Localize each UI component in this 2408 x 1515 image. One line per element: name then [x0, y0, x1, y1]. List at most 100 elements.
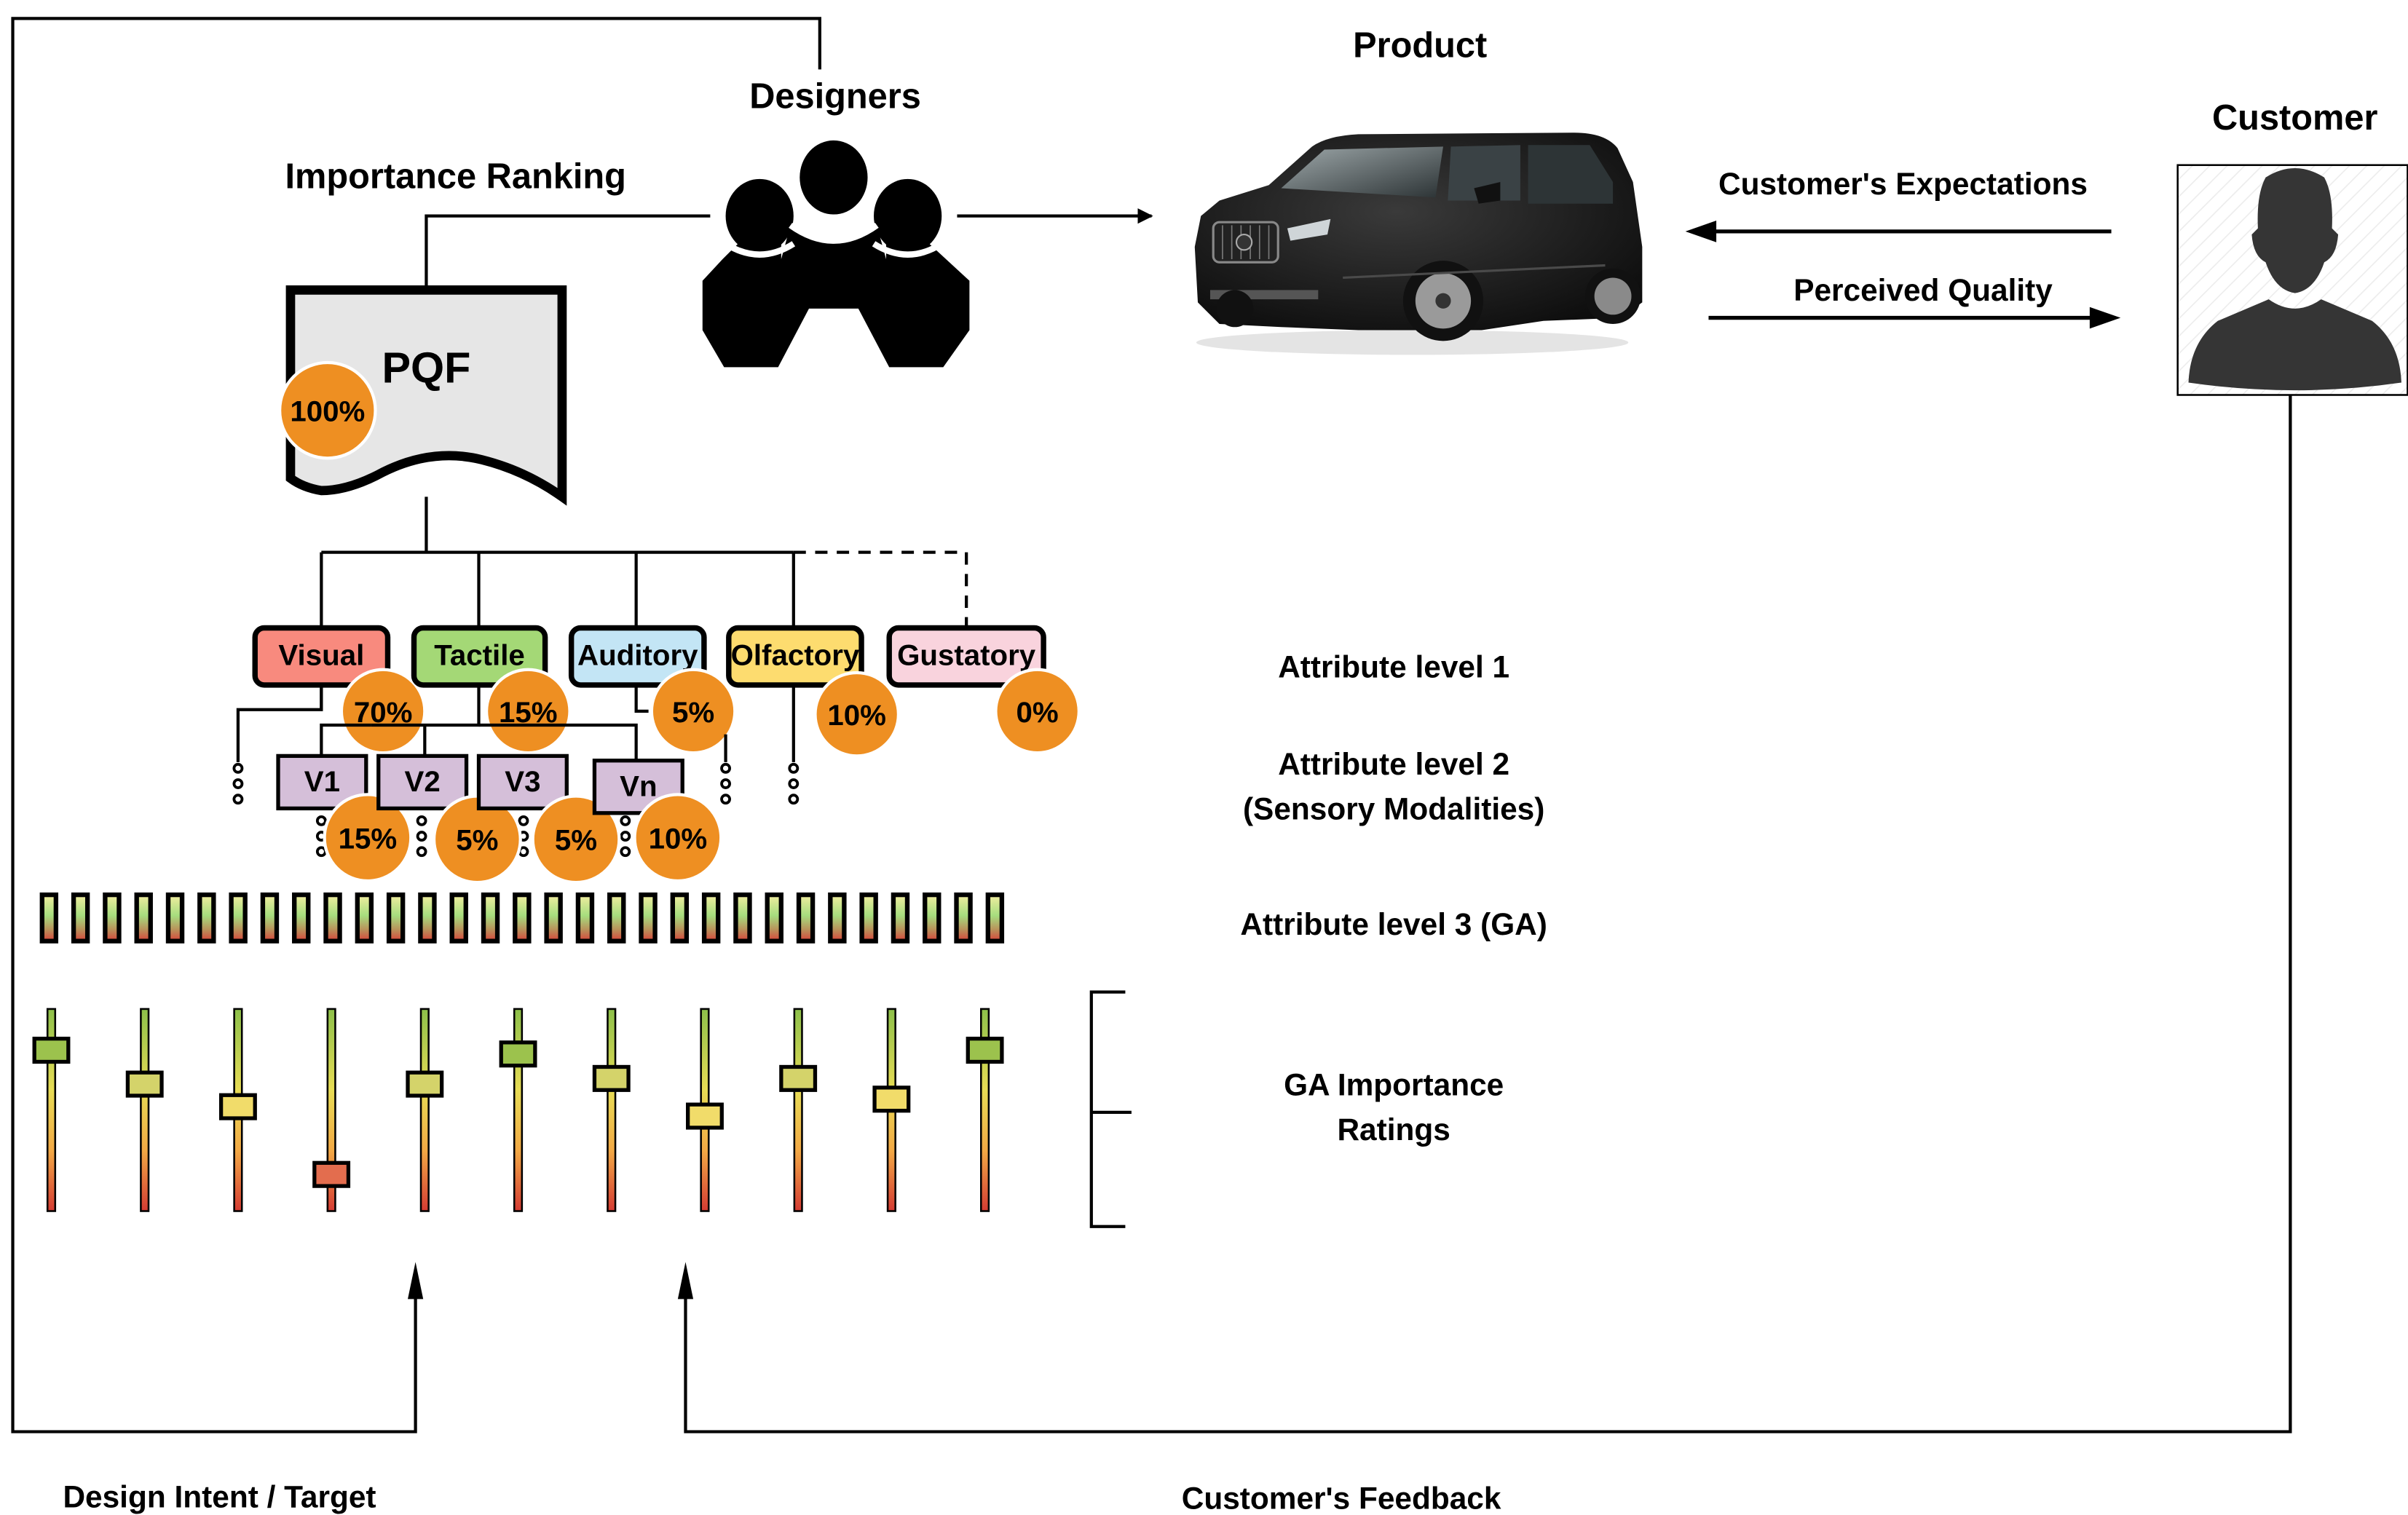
design-intent-label: Design Intent / Target	[63, 1479, 376, 1514]
ga-importance-slider[interactable]	[872, 1008, 911, 1212]
modality-visual[interactable]: Visual 70%	[252, 625, 427, 755]
modality-weight-badge	[994, 668, 1081, 755]
ga-importance-slider[interactable]	[312, 1008, 351, 1212]
slider-handle[interactable]	[125, 1070, 164, 1098]
ga-importance-sliders	[32, 1008, 1004, 1212]
ga-importance-label-line2: Ratings	[1337, 1112, 1450, 1147]
modality-weight-value: 70%	[354, 696, 413, 729]
ellipsis-dot	[518, 815, 529, 826]
slider-track[interactable]	[607, 1008, 617, 1212]
ga-importance-slider[interactable]	[685, 1008, 724, 1212]
ga-importance-slider[interactable]	[218, 1008, 257, 1212]
modality-label: Auditory	[577, 638, 698, 671]
ga-bar	[323, 892, 342, 944]
ga-bar	[733, 892, 752, 944]
slider-handle[interactable]	[32, 1037, 71, 1064]
ga-bar	[449, 892, 468, 944]
expectations-arrowhead-icon	[1685, 221, 1717, 242]
sub-attribute-box	[476, 753, 569, 811]
attribute-level-1-label: Attribute level 1	[1278, 649, 1509, 684]
slider-handle[interactable]	[406, 1070, 444, 1098]
ga-importance-slider[interactable]	[592, 1008, 631, 1212]
ga-bar	[103, 892, 122, 944]
pqf-document[interactable]: PQF 100%	[278, 285, 567, 506]
modality-weight-value: 15%	[499, 696, 558, 729]
modality-weight-value: 10%	[827, 699, 886, 732]
customer-box	[2176, 164, 2408, 396]
customer-feedback-loop	[677, 395, 2292, 1433]
slider-handle[interactable]	[312, 1160, 351, 1188]
ga-importance-slider[interactable]	[125, 1008, 164, 1212]
attribute-level-2-subtitle: (Sensory Modalities)	[1243, 791, 1544, 826]
modality-weight-value: 5%	[672, 696, 714, 729]
modality-weight-badge	[484, 668, 572, 755]
ga-bar	[197, 892, 216, 944]
sub-attribute-v3[interactable]: V35%	[476, 753, 621, 885]
sub-attribute-box	[376, 753, 469, 811]
ga-bar	[386, 892, 406, 944]
attribute-level-2-label: Attribute level 2	[1278, 747, 1509, 781]
ga-bar	[544, 892, 563, 944]
design-intent-arrowhead-icon	[408, 1262, 424, 1300]
ga-importance-slider[interactable]	[32, 1008, 71, 1212]
slider-handle[interactable]	[685, 1102, 724, 1130]
slider-track[interactable]	[46, 1008, 57, 1212]
modality-olfactory[interactable]: Olfactory 10%	[726, 625, 901, 758]
modality-weight-badge	[650, 668, 737, 755]
sub-attribute-weight-value: 5%	[555, 824, 597, 857]
ellipsis-dot	[416, 846, 427, 858]
ga-importance-slider[interactable]	[499, 1008, 537, 1212]
ga-bar	[923, 892, 942, 944]
slider-track[interactable]	[793, 1008, 803, 1212]
slider-handle[interactable]	[872, 1085, 911, 1113]
ga-bar	[39, 892, 59, 944]
sub-attribute-weight-value: 10%	[649, 823, 708, 855]
ga-bar	[701, 892, 721, 944]
slider-handle[interactable]	[966, 1037, 1004, 1064]
ga-importance-slider[interactable]	[406, 1008, 444, 1212]
slider-track[interactable]	[326, 1008, 336, 1212]
slider-handle[interactable]	[499, 1040, 537, 1068]
ga-bar	[292, 892, 311, 944]
customers-feedback-label: Customer's Feedback	[1182, 1482, 1501, 1515]
modality-weight-badge	[813, 671, 901, 758]
customers-expectations-label: Customer's Expectations	[1718, 167, 2088, 201]
modality-auditory[interactable]: Auditory 5%	[568, 625, 737, 755]
ga-bar	[229, 892, 248, 944]
slider-track[interactable]	[513, 1008, 524, 1212]
slider-track[interactable]	[140, 1008, 150, 1212]
sub-attribute-weight-value: 5%	[456, 824, 498, 857]
person-silhouette-icon	[2188, 167, 2401, 391]
gustatory-dashed-connector	[793, 550, 968, 628]
ellipsis-dot	[788, 762, 800, 774]
ellipsis-dot	[315, 815, 327, 826]
slider-handle[interactable]	[779, 1064, 818, 1092]
modality-label: Olfactory	[731, 638, 860, 671]
slider-handle[interactable]	[218, 1093, 257, 1120]
ga-bar	[985, 892, 1005, 944]
ga-importance-slider[interactable]	[966, 1008, 1004, 1212]
slider-handle[interactable]	[592, 1064, 631, 1092]
ga-bar	[260, 892, 280, 944]
ratings-bracket	[1089, 990, 1132, 1228]
ga-importance-slider[interactable]	[779, 1008, 818, 1212]
design-intent-loop	[11, 17, 821, 1433]
ellipsis-dot	[720, 778, 731, 789]
ga-bar	[891, 892, 910, 944]
ga-attribute-bars	[39, 892, 1005, 944]
slider-track[interactable]	[419, 1008, 430, 1212]
sub-attribute-weight-value: 15%	[339, 823, 398, 855]
modality-label: Visual	[278, 638, 364, 671]
sub-attribute-weight-badge	[323, 793, 413, 883]
ellipsis-dot	[720, 762, 731, 774]
slider-track[interactable]	[980, 1008, 990, 1212]
level2-connectors	[236, 684, 795, 762]
modality-box	[886, 625, 1046, 688]
